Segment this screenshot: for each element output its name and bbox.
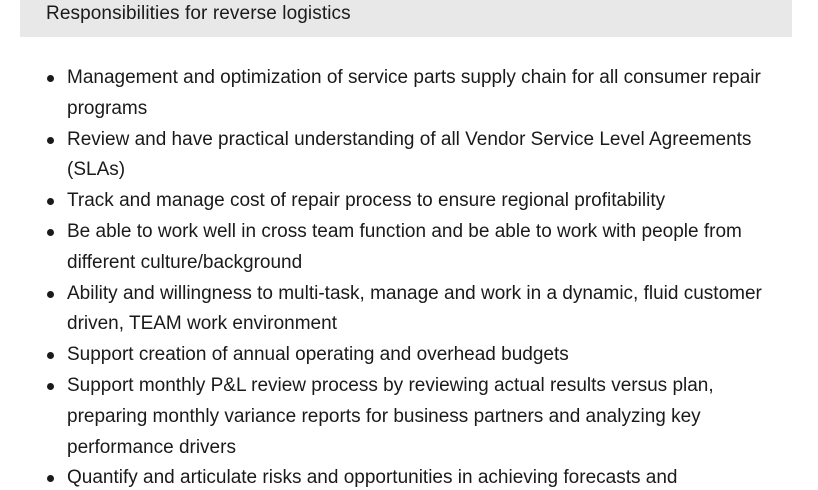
bullet-icon <box>47 228 54 236</box>
list-item-text: Support creation of annual operating and… <box>67 344 569 366</box>
list-item: Be able to work well in cross team funct… <box>46 217 786 279</box>
list-item: Support monthly P&L review process by re… <box>46 371 786 463</box>
list-item-text: Management and optimization of service p… <box>67 67 761 119</box>
list-item: Review and have practical understanding … <box>46 125 786 187</box>
responsibilities-list: Management and optimization of service p… <box>46 63 786 490</box>
bullet-icon <box>47 382 54 390</box>
list-item: Track and manage cost of repair process … <box>46 186 786 217</box>
bullet-icon <box>47 352 54 360</box>
bullet-icon <box>47 290 54 298</box>
list-item-text: Be able to work well in cross team funct… <box>67 220 742 273</box>
bullet-icon <box>47 75 54 82</box>
list-item-text: Review and have practical understanding … <box>67 128 752 181</box>
bullet-icon <box>47 136 54 144</box>
section-title: Responsibilities for reverse logistics <box>46 3 351 24</box>
bullet-icon <box>47 198 54 206</box>
bullet-icon <box>47 475 54 483</box>
list-item-text: Track and manage cost of repair process … <box>67 190 666 212</box>
list-item-text: Ability and willingness to multi-task, m… <box>67 282 762 335</box>
list-item: Quantify and articulate risks and opport… <box>46 463 786 490</box>
list-item-text: Quantify and articulate risks and opport… <box>67 467 678 489</box>
list-item: Support creation of annual operating and… <box>46 340 786 371</box>
list-item-text: Support monthly P&L review process by re… <box>67 374 714 458</box>
list-item: Ability and willingness to multi-task, m… <box>46 279 786 341</box>
section-header-band <box>20 0 792 37</box>
list-item: Management and optimization of service p… <box>46 63 786 125</box>
